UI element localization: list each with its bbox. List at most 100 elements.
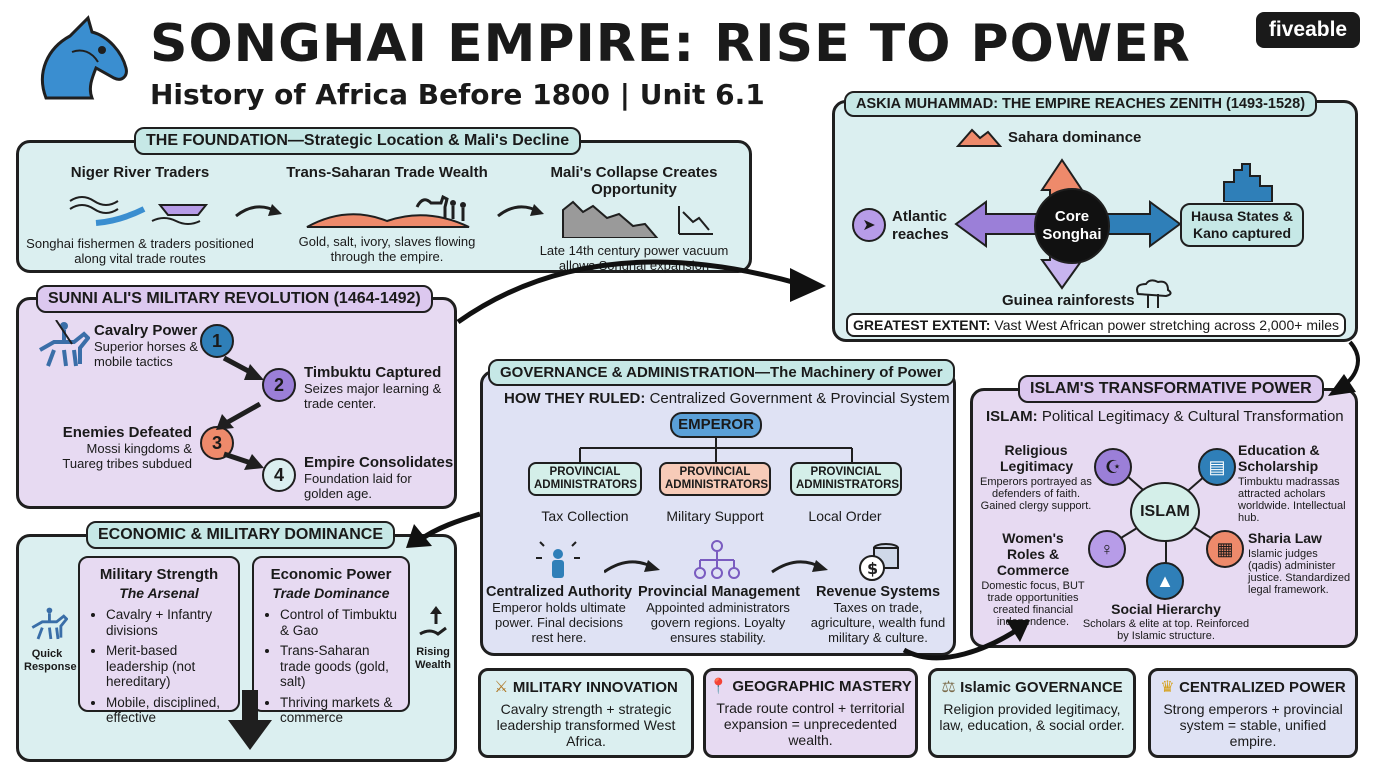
summary-header: ⚔ MILITARY INNOVATION bbox=[481, 677, 691, 697]
bullet: Control of Timbuktu & Gao bbox=[280, 607, 402, 638]
system-title: Provincial Management bbox=[638, 584, 800, 600]
coins-icon: $ bbox=[859, 543, 899, 581]
east-label: Hausa States & Kano captured bbox=[1191, 208, 1293, 241]
org-lines bbox=[579, 438, 853, 462]
islam-head-label: ISLAM: bbox=[986, 408, 1038, 425]
svg-text:$: $ bbox=[867, 559, 878, 578]
bullet: Trans-Saharan trade goods (gold, salt) bbox=[280, 643, 402, 690]
map-pin-icon: 📍 bbox=[709, 678, 728, 695]
summary-title: GEOGRAPHIC MASTERY bbox=[732, 678, 912, 695]
page-subtitle: History of Africa Before 1800 | Unit 6.1 bbox=[150, 78, 765, 111]
islam-education: Education & Scholarship Timbuktu madrass… bbox=[1238, 442, 1354, 524]
logo bbox=[26, 12, 134, 102]
step-1: Cavalry Power Superior horses & mobile t… bbox=[94, 322, 214, 369]
node-text: Emperors portrayed as defenders of faith… bbox=[980, 476, 1092, 512]
summary-military: ⚔ MILITARY INNOVATION Cavalry strength +… bbox=[478, 668, 694, 758]
card-subtitle: Trade Dominance bbox=[272, 585, 390, 601]
hierarchy-icon bbox=[694, 540, 740, 579]
page-title: SONGHAI EMPIRE: RISE TO POWER bbox=[150, 14, 1191, 74]
step-2: Timbuktu Captured Seizes major learning … bbox=[304, 364, 454, 411]
islam-tag: ISLAM'S TRANSFORMATIVE POWER bbox=[1018, 375, 1324, 403]
arrow-icon bbox=[497, 204, 544, 218]
step-4: Empire Consolidates Foundation laid for … bbox=[304, 454, 454, 501]
how-text: Centralized Government & Provincial Syst… bbox=[649, 390, 950, 407]
rising-wealth-icon bbox=[419, 606, 447, 636]
summary-title: Islamic GOVERNANCE bbox=[960, 679, 1123, 696]
authority-icon bbox=[536, 541, 580, 578]
economic-tag: ECONOMIC & MILITARY DOMINANCE bbox=[86, 521, 396, 549]
city-icon bbox=[1223, 163, 1273, 202]
military-bullets: Cavalry + Infantry divisions Merit-based… bbox=[90, 607, 230, 726]
system-centralized: Centralized Authority Emperor holds ulti… bbox=[486, 584, 632, 645]
system-text: Emperor holds ultimate power. Final deci… bbox=[492, 600, 626, 645]
camel-caravan-icon bbox=[306, 194, 470, 228]
system-title: Revenue Systems bbox=[815, 584, 941, 600]
system-title: Centralized Authority bbox=[486, 584, 633, 600]
islam-head-text: Political Legitimacy & Cultural Transfor… bbox=[1041, 408, 1344, 425]
crossed-swords-icon: ⚔ bbox=[494, 679, 509, 696]
system-text: Appointed administrators govern regions.… bbox=[646, 600, 790, 645]
step-1-node: 1 bbox=[200, 324, 234, 358]
step-title: Cavalry Power bbox=[94, 322, 198, 339]
brand-badge[interactable]: fiveable bbox=[1256, 12, 1360, 48]
emperor-box: EMPEROR bbox=[670, 412, 762, 438]
step-title: Timbuktu Captured bbox=[304, 364, 442, 381]
node-text: Timbuktu madrassas attracted acholars wo… bbox=[1238, 476, 1346, 524]
item-title: Trans-Saharan Trade Wealth bbox=[286, 164, 488, 181]
summary-centralized: ♛ CENTRALIZED POWER Strong emperors + pr… bbox=[1148, 668, 1358, 758]
summary-governance: ⚖ Islamic GOVERNANCE Religion provided l… bbox=[928, 668, 1136, 758]
summary-text: Strong emperors + provincial system = st… bbox=[1163, 701, 1343, 749]
islam-social: Social Hierarchy Scholars & elite at top… bbox=[1080, 601, 1252, 642]
islam-center: ISLAM bbox=[1130, 482, 1200, 542]
bullet: Cavalry + Infantry divisions bbox=[106, 607, 230, 638]
foundation-item-river: Niger River Traders Songhai fishermen & … bbox=[26, 164, 254, 266]
admin-role-2: Military Support bbox=[666, 508, 764, 524]
cavalry-small-icon bbox=[31, 607, 68, 640]
navigation-icon: ➤ bbox=[852, 208, 886, 242]
foundation-item-trade: Trans-Saharan Trade Wealth Gold, salt, i… bbox=[278, 164, 496, 264]
arrow-icon bbox=[235, 204, 282, 218]
sunni-panel bbox=[16, 297, 457, 509]
economic-power-card: Economic Power Trade Dominance Control o… bbox=[252, 556, 410, 725]
item-title: Niger River Traders bbox=[70, 164, 210, 181]
summary-geographic: 📍 GEOGRAPHIC MASTERY Trade route control… bbox=[703, 668, 918, 758]
woman-icon: ♀ bbox=[1088, 530, 1126, 568]
economic-bullets: Control of Timbuktu & Gao Trans-Saharan … bbox=[264, 607, 402, 726]
extent-label: GREATEST EXTENT: bbox=[852, 317, 991, 333]
admin-box-2: PROVINCIAL ADMINISTRATORS bbox=[659, 462, 771, 496]
east-box: Hausa States & Kano captured bbox=[1180, 203, 1304, 247]
admin-box-1: PROVINCIAL ADMINISTRATORS bbox=[528, 462, 642, 496]
foundation-tag: THE FOUNDATION—Strategic Location & Mali… bbox=[134, 127, 582, 155]
step-text: Foundation laid for golden age. bbox=[304, 471, 412, 501]
system-provincial: Provincial Management Appointed administ… bbox=[638, 584, 800, 645]
admin-box-3: PROVINCIAL ADMINISTRATORS bbox=[790, 462, 902, 496]
bullet: Mobile, disciplined, effective bbox=[106, 695, 230, 726]
foundation-item-mali: Mali's Collapse Creates Opportunity Late… bbox=[524, 164, 744, 273]
south-label: Guinea rainforests bbox=[1002, 292, 1135, 309]
step-text: Superior horses & mobile tactics bbox=[94, 339, 199, 369]
west-label: Atlantic reaches bbox=[892, 208, 949, 243]
summary-title: MILITARY INNOVATION bbox=[512, 679, 678, 696]
how-label: HOW THEY RULED: bbox=[504, 390, 646, 407]
bullet: Thriving markets & commerce bbox=[280, 695, 402, 726]
book-icon: ▤ bbox=[1198, 448, 1236, 486]
item-text: Gold, salt, ivory, slaves flowing throug… bbox=[298, 234, 476, 264]
step-text: Mossi kingdoms & Tuareg tribes subdued bbox=[62, 441, 192, 471]
islam-sharia: Sharia Law Islamic judges (qadis) admini… bbox=[1248, 530, 1354, 596]
system-revenue: Revenue Systems Taxes on trade, agricult… bbox=[804, 584, 952, 645]
node-text: Domestic focus, BUT trade opportunities … bbox=[981, 580, 1085, 628]
governance-tag: GOVERNANCE & ADMINISTRATION—The Machiner… bbox=[488, 359, 955, 386]
scroll-icon: ▦ bbox=[1206, 530, 1244, 568]
step-title: Enemies Defeated bbox=[62, 424, 192, 441]
node-title: Women's Roles & Commerce bbox=[996, 530, 1070, 578]
how-ruled: HOW THEY RULED: Centralized Government &… bbox=[504, 390, 950, 407]
node-text: Scholars & elite at top. Reinforced by I… bbox=[1082, 618, 1250, 642]
card-subtitle: The Arsenal bbox=[119, 585, 199, 601]
bullet: Merit-based leadership (not hereditary) bbox=[106, 643, 230, 690]
card-title: Military Strength bbox=[99, 566, 219, 583]
summary-text: Religion provided legitimacy, law, educa… bbox=[939, 701, 1125, 733]
node-title: Education & Scholarship bbox=[1238, 442, 1320, 474]
node-title: Sharia Law bbox=[1248, 530, 1322, 546]
summary-header: 📍 GEOGRAPHIC MASTERY bbox=[706, 677, 915, 696]
admin-role-1: Tax Collection bbox=[541, 508, 629, 524]
